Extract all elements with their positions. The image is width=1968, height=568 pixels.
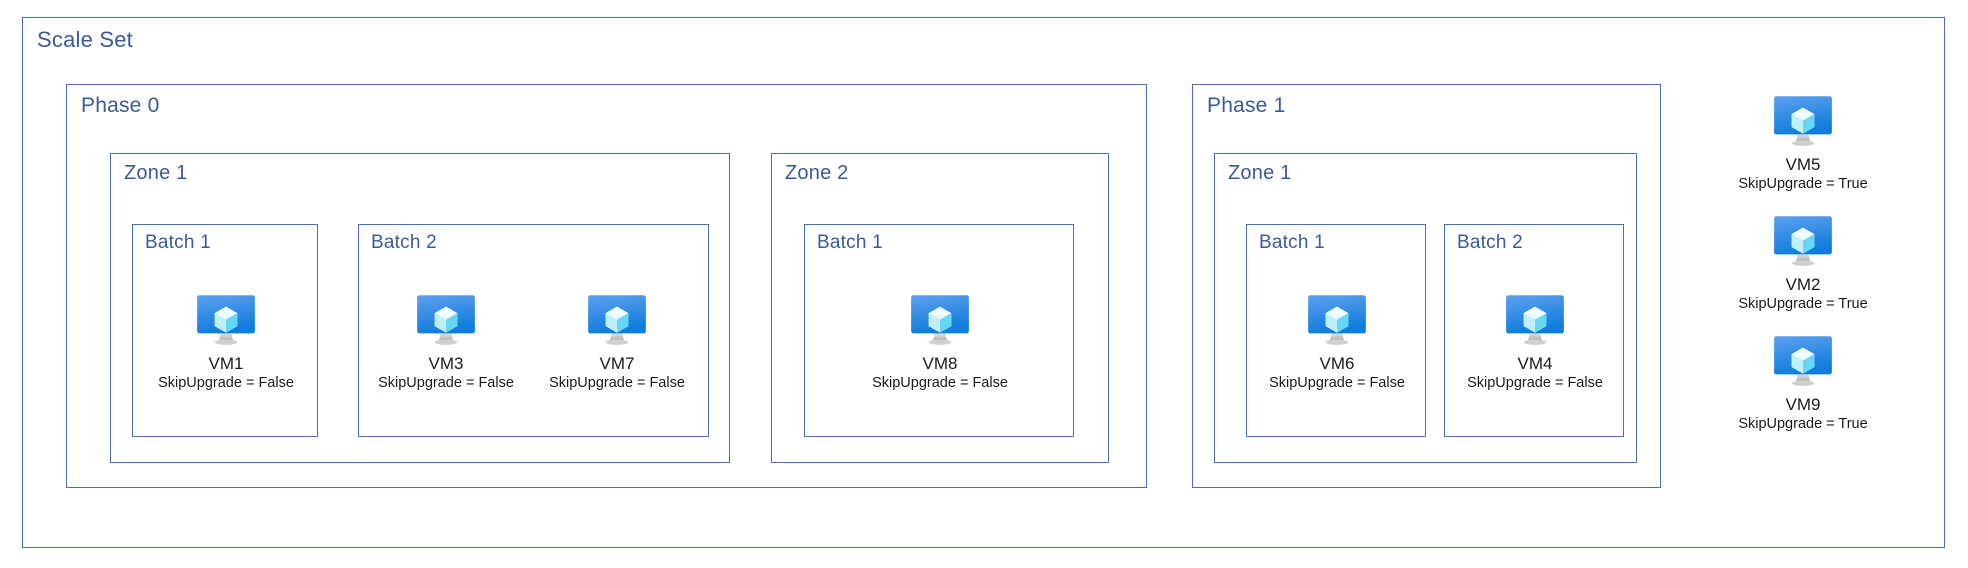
phase-0-zone-1-batch-1-title: Batch 1: [145, 232, 211, 253]
phase-1-zone-1-batch-1-title: Batch 1: [1259, 232, 1325, 253]
phase-1-zone-1-batch-1-container: Batch 1 VM6 SkipUpgrade = False: [1246, 224, 1426, 437]
phase-0-zone-1-batch-2-title: Batch 2: [371, 232, 437, 253]
azure-virtual-machine-icon: [588, 295, 646, 345]
vm-label: VM2: [1785, 275, 1821, 294]
azure-virtual-machine-icon: [197, 295, 255, 345]
vm-label: VM3: [428, 354, 464, 373]
azure-virtual-machine-icon: [417, 295, 475, 345]
vm-label: VM8: [922, 354, 958, 373]
vm-property: SkipUpgrade = False: [872, 375, 1008, 391]
vm-label: VM1: [208, 354, 244, 373]
vm-label: VM7: [599, 354, 635, 373]
vm-node-vm7[interactable]: VM7 SkipUpgrade = False: [542, 287, 692, 392]
phase-1-zone-1-batch-2-container: Batch 2 VM4 SkipUpgrade = False: [1444, 224, 1624, 437]
vm-property: SkipUpgrade = True: [1738, 176, 1868, 192]
azure-virtual-machine-icon: [1774, 336, 1832, 386]
phase-0-zone-2-title: Zone 2: [785, 162, 849, 184]
vm-node-vm6[interactable]: VM6 SkipUpgrade = False: [1262, 287, 1412, 392]
azure-virtual-machine-icon: [1308, 295, 1366, 345]
azure-virtual-machine-icon: [1774, 216, 1832, 266]
azure-virtual-machine-icon: [1774, 96, 1832, 146]
vm-property: SkipUpgrade = False: [158, 375, 294, 391]
vm-node-vm9[interactable]: VM9 SkipUpgrade = True: [1728, 328, 1878, 433]
phase-1-zone-1-batch-2-title: Batch 2: [1457, 232, 1523, 253]
phase-0-zone-2-batch-1-container: Batch 1 VM8 SkipUpgrade = False: [804, 224, 1074, 437]
azure-virtual-machine-icon: [1506, 295, 1564, 345]
vm-property: SkipUpgrade = False: [378, 375, 514, 391]
vm-property: SkipUpgrade = True: [1738, 296, 1868, 312]
phase-1-title: Phase 1: [1207, 94, 1286, 117]
vm-property: SkipUpgrade = False: [1467, 375, 1603, 391]
vm-label: VM6: [1319, 354, 1355, 373]
vm-label: VM9: [1785, 395, 1821, 414]
phase-0-zone-1-batch-2-container: Batch 2 VM3 SkipUpgrade = False VM7 Skip…: [358, 224, 709, 437]
phase-1-zone-1-title: Zone 1: [1228, 162, 1292, 184]
vm-node-vm8[interactable]: VM8 SkipUpgrade = False: [865, 287, 1015, 392]
azure-virtual-machine-icon: [911, 295, 969, 345]
vm-node-vm2[interactable]: VM2 SkipUpgrade = True: [1728, 208, 1878, 313]
phase-0-zone-1-title: Zone 1: [124, 162, 188, 184]
vm-property: SkipUpgrade = False: [549, 375, 685, 391]
vm-node-vm1[interactable]: VM1 SkipUpgrade = False: [151, 287, 301, 392]
phase-0-title: Phase 0: [81, 94, 160, 117]
vm-label: VM5: [1785, 155, 1821, 174]
vm-node-vm5[interactable]: VM5 SkipUpgrade = True: [1728, 88, 1878, 193]
vm-property: SkipUpgrade = False: [1269, 375, 1405, 391]
vm-label: VM4: [1517, 354, 1553, 373]
phase-0-zone-2-batch-1-title: Batch 1: [817, 232, 883, 253]
phase-0-zone-1-batch-1-container: Batch 1 VM1: [132, 224, 318, 437]
vm-node-vm4[interactable]: VM4 SkipUpgrade = False: [1460, 287, 1610, 392]
vm-property: SkipUpgrade = True: [1738, 416, 1868, 432]
vm-node-vm3[interactable]: VM3 SkipUpgrade = False: [371, 287, 521, 392]
scale-set-title: Scale Set: [37, 27, 133, 52]
